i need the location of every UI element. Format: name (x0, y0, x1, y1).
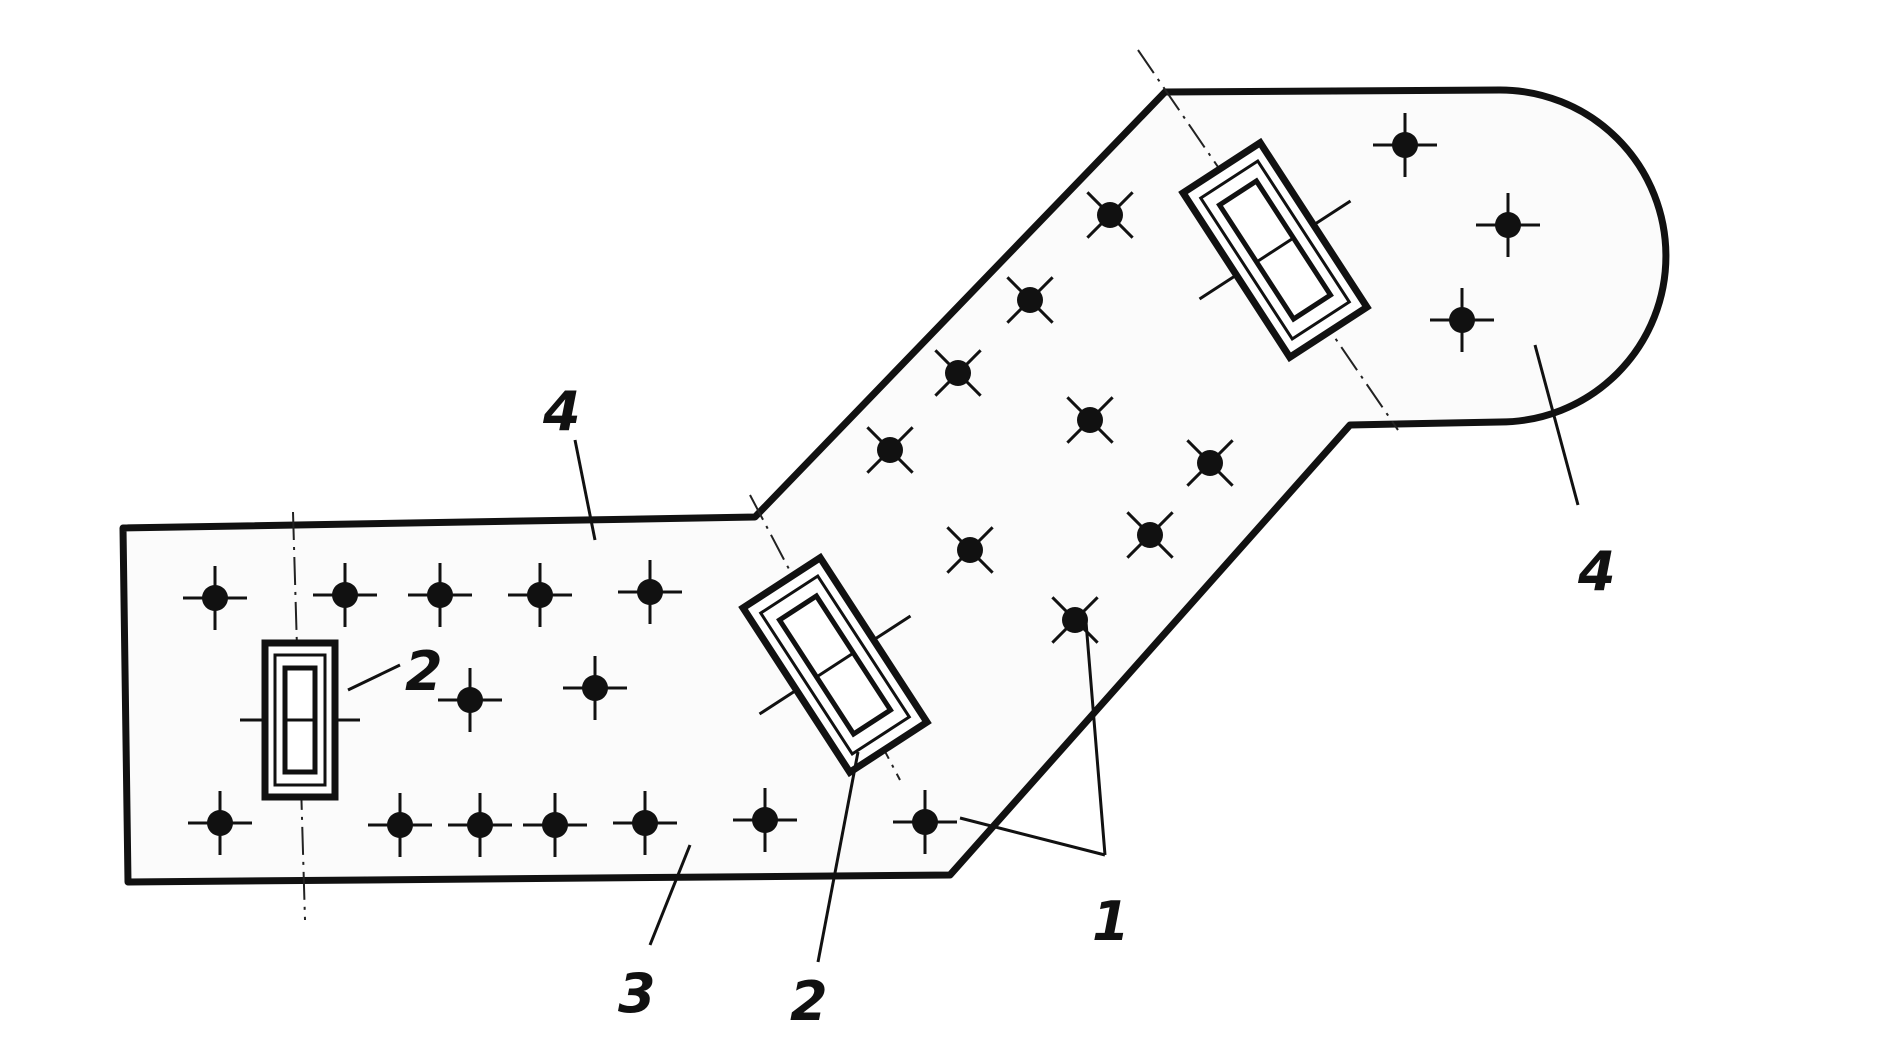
wellpoint-dot (202, 585, 228, 611)
leader-2-bottom (816, 751, 860, 963)
wellpoint-dot (332, 582, 358, 608)
wellpoint (183, 566, 247, 630)
sump-pit-inner-frame (758, 573, 912, 757)
wellpoint (508, 563, 572, 627)
wellpoint (188, 791, 252, 855)
leader-4-right (1533, 344, 1580, 506)
wellpoint (563, 656, 627, 720)
wellpoint (1126, 511, 1174, 559)
wellpoint-dot (957, 537, 983, 563)
callout-boundary-top: 4 (542, 380, 581, 443)
wellpoint (1373, 113, 1437, 177)
sump-pit-middle (738, 552, 932, 778)
sump-pit-left (240, 639, 360, 801)
wellpoint-dot (1097, 202, 1123, 228)
wellpoint (1051, 596, 1099, 644)
excavation-outline (119, 86, 1670, 886)
wellpoint (934, 349, 982, 397)
leader-1 (959, 621, 1107, 857)
callout-foundation-pit: 3 (618, 962, 656, 1025)
wellpoint-dot (877, 437, 903, 463)
wellpoint (1006, 276, 1054, 324)
wellpoint-dot (632, 810, 658, 836)
wellpoint-dot (542, 812, 568, 838)
sump-pit-inner-frame (273, 653, 327, 787)
sump-pit-inner-frame (1198, 158, 1352, 342)
wellpoint-dot (1017, 287, 1043, 313)
wellpoint-dot (527, 582, 553, 608)
leader-4-top (573, 439, 597, 541)
wellpoint-dot (1449, 307, 1475, 333)
callout-sump-pit-bottom: 2 (790, 970, 828, 1033)
wellpoint-dot (427, 582, 453, 608)
wellpoint-dot (912, 809, 938, 835)
wellpoint (893, 790, 957, 854)
wellpoint-dot (582, 675, 608, 701)
wellpoint (1186, 439, 1234, 487)
callout-boundary-right: 4 (1577, 540, 1616, 603)
wellpoint (866, 426, 914, 474)
wellpoint (523, 793, 587, 857)
wellpoint-dot (752, 807, 778, 833)
sump-pit-upper (1178, 137, 1372, 363)
wellpoint-dot (945, 360, 971, 386)
wellpoint (1476, 193, 1540, 257)
leader-lines (347, 344, 1580, 963)
wellpoint-dot (1495, 212, 1521, 238)
sump-pit-core (1216, 177, 1334, 323)
wellpoint (733, 788, 797, 852)
leader-2-left (347, 663, 401, 692)
wellpoint (946, 526, 994, 574)
leader-3 (648, 844, 692, 946)
wellpoint-dot (1062, 607, 1088, 633)
wellpoint-dot (1392, 132, 1418, 158)
callouts: 1 2 2 3 4 4 (405, 380, 1616, 1033)
wellpoint (448, 793, 512, 857)
wellpoint-dot (1077, 407, 1103, 433)
wellpoint (1430, 288, 1494, 352)
callout-wellpoints: 1 (1092, 890, 1130, 953)
wellpoint (408, 563, 472, 627)
wellpoint-dot (207, 810, 233, 836)
wellpoint (618, 560, 682, 624)
wellpoint-dot (467, 812, 493, 838)
wellpoint-dot (457, 687, 483, 713)
wellpoint (1066, 396, 1114, 444)
wellpoint (313, 563, 377, 627)
wellpoint-dot (387, 812, 413, 838)
wellpoint (438, 668, 502, 732)
wellpoint-dot (1137, 522, 1163, 548)
wellpoint (1086, 191, 1134, 239)
wellpoint (613, 791, 677, 855)
wellpoints-group (183, 113, 1540, 857)
wellpoint-dot (1197, 450, 1223, 476)
wellpoint-dot (637, 579, 663, 605)
callout-sump-pit-left: 2 (405, 640, 443, 703)
wellpoint (368, 793, 432, 857)
